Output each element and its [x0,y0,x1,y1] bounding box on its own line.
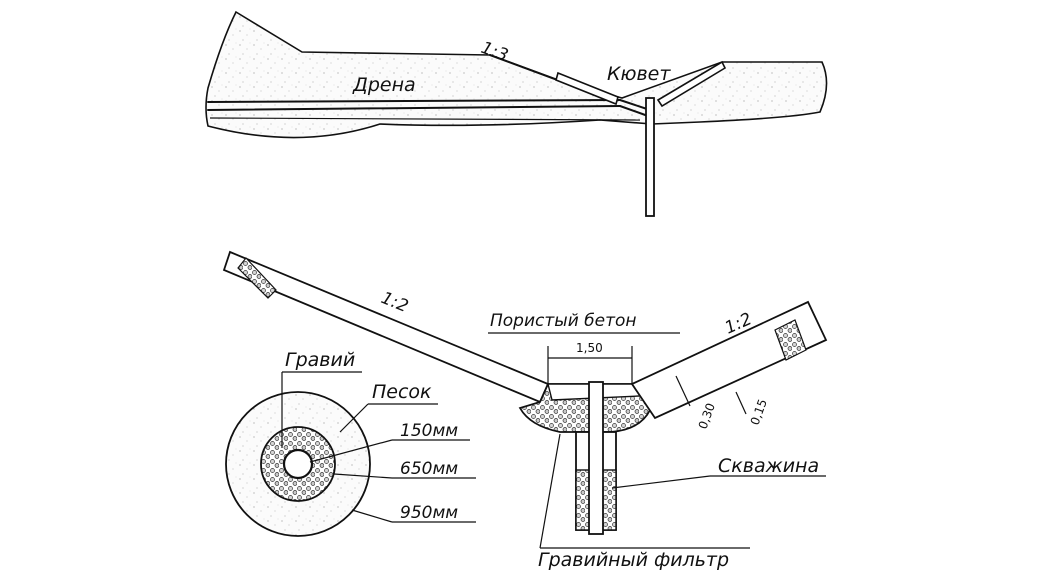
ditch-lining-right [656,60,727,108]
drain-lower-line [209,117,641,121]
well-label: Скважина [718,455,819,477]
well-leader-line [611,475,711,489]
thickness-tick-inner [735,391,747,415]
left-top-gravel [237,257,277,299]
right-top-gravel [774,319,807,361]
drain-pipe-bottom-line [207,105,621,111]
sand-label: Песок [372,381,432,403]
sand-leader [339,403,369,433]
slope-line [489,54,564,83]
slope-left-label: 1:2 [378,288,411,317]
pipe-circle [282,448,314,480]
dia650-leader [333,473,393,479]
well-pipe [588,381,604,535]
drain-pipe-top-line [207,99,621,103]
diameter-650-label: 650мм [400,459,458,479]
filter-leader-line [539,433,561,549]
ditch-label: Кювет [607,63,671,85]
profile-well-pipe [645,97,655,217]
drain-label: Дрена [352,74,416,96]
profile-view: 1:3 Дрена Кювет [205,10,828,217]
thickness-tick-outer [675,375,691,407]
diameter-950-label: 950мм [400,503,458,523]
porous-concrete-label: Пористый бетон [490,311,637,331]
ditch-lining-left [555,71,619,106]
drain-pipe-bend-bottom [619,105,649,117]
thickness-inner-label: 0,15 [748,397,770,427]
well-plan-view: Гравий Песок 150мм 650мм 950мм [225,349,476,537]
thickness-outer-label: 0,30 [696,401,718,431]
gravel-filter-label: Гравийный фильтр [538,549,729,571]
bottom-width-label: 1,50 [576,341,603,355]
cross-section-view: 1,50 0,30 0,15 1:2 1:2 Пористый бетон Ск… [222,250,828,571]
diameter-150-label: 150мм [400,421,458,441]
drain-pipe-bend-top [619,99,651,111]
dia150-leader [309,439,393,463]
soil-mass [205,10,828,139]
dia950-leader [351,509,393,523]
gravel-label: Гравий [285,349,355,371]
